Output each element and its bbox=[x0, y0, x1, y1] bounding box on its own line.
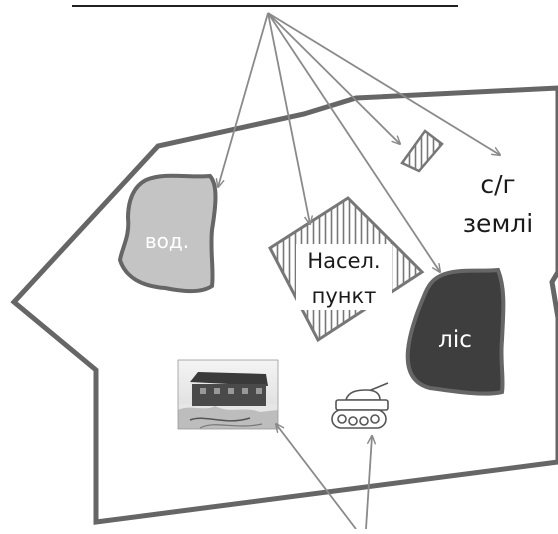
arrow-to-farmland bbox=[267, 12, 500, 155]
arrow-to-tank bbox=[365, 436, 372, 530]
settlement-label-line1: Насел. bbox=[307, 249, 380, 273]
water-label: вод. bbox=[145, 229, 189, 253]
farmland-label-line2: землі bbox=[463, 209, 533, 238]
building-photo bbox=[177, 359, 279, 430]
farmland-label-line1: с/г bbox=[480, 170, 515, 199]
water-region bbox=[117, 173, 218, 294]
forest-label: ліс bbox=[438, 327, 472, 353]
arrows-from-bottom bbox=[276, 424, 372, 530]
arrow-to-water bbox=[218, 12, 269, 187]
arrow-to-building bbox=[276, 424, 357, 530]
forest-region bbox=[405, 267, 506, 396]
small-hatched-plot bbox=[400, 129, 444, 173]
settlement-label-line2: пункт bbox=[312, 284, 377, 308]
arrows-from-top bbox=[218, 12, 500, 272]
tank-icon bbox=[331, 382, 389, 429]
arrow-to-forest bbox=[267, 12, 440, 272]
settlement-label-bg bbox=[296, 244, 392, 310]
arrow-to-small-plot bbox=[267, 12, 400, 144]
arrow-to-settlement bbox=[267, 12, 310, 224]
